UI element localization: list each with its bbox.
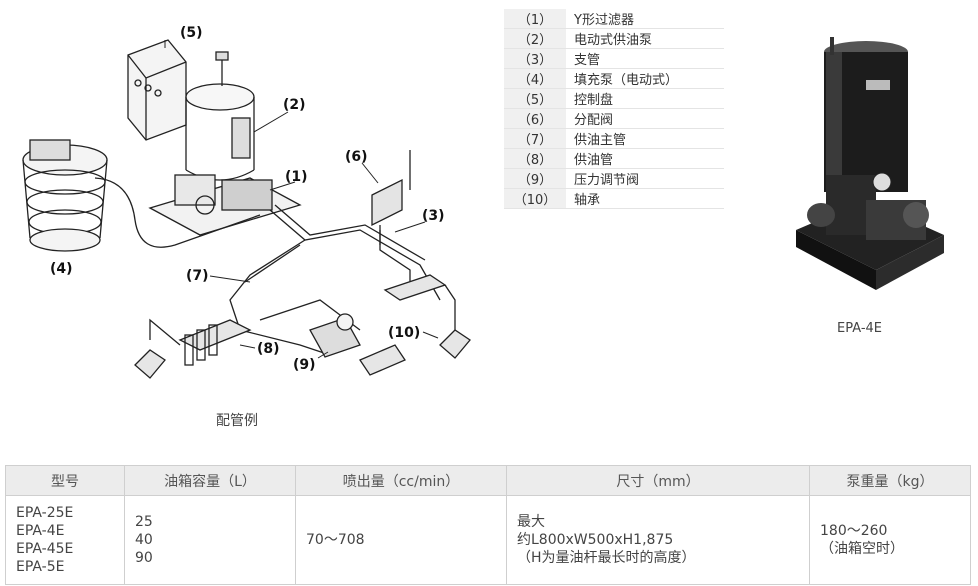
cell-capacity: 25 40 90 [124, 495, 296, 585]
header-discharge: 喷出量（cc/min） [295, 465, 507, 496]
header-size: 尺寸（mm） [506, 465, 810, 496]
pump-base-drawing [148, 174, 302, 236]
legend-row: （10）轴承 [504, 188, 724, 209]
legend-row: （6）分配阀 [504, 108, 724, 129]
capacity-line: 40 [135, 532, 153, 548]
legend-number: （3） [504, 48, 566, 69]
legend-number: （6） [504, 108, 566, 129]
legend-row: （2）电动式供油泵 [504, 28, 724, 49]
header-capacity: 油箱容量（L） [124, 465, 296, 496]
diagram-label-8: (8) [257, 341, 280, 357]
diagram-label-7: (7) [186, 268, 209, 284]
size-line: （H为量油杆最长时的高度） [517, 550, 696, 566]
capacity-line: 25 [135, 514, 153, 530]
pump-tank-drawing [185, 51, 255, 181]
filling-pump-drawing [22, 139, 261, 252]
legend-number: （7） [504, 128, 566, 149]
legend-row: （1）Y形过滤器 [504, 9, 724, 29]
legend-number: （5） [504, 88, 566, 109]
cell-model: EPA-25E EPA-4E EPA-45E EPA-5E [5, 495, 125, 585]
legend-row: （4）填充泵（电动式） [504, 68, 724, 89]
legend-number: （10） [504, 188, 566, 209]
capacity-line: 90 [135, 550, 153, 566]
piping-diagram: (5) (2) (1) (6) (3) (4) (7) (8) (9) (10) [22, 25, 471, 379]
valve-block-right-drawing [383, 274, 471, 359]
legend-part-name: 控制盘 [566, 88, 724, 109]
legend-part-name: 供油管 [566, 148, 724, 169]
size-line: 约L800xW500xH1,875 [517, 532, 674, 548]
legend-part-name: 支管 [566, 48, 724, 69]
legend-part-name: 供油主管 [566, 128, 724, 149]
pressure-regulator-drawing [309, 313, 406, 376]
diagram-label-9: (9) [293, 357, 316, 373]
legend-number: （2） [504, 28, 566, 49]
legend-number: （9） [504, 168, 566, 189]
legend-row: （5）控制盘 [504, 88, 724, 109]
model-line: EPA-4E [16, 523, 65, 539]
diagram-label-3: (3) [422, 208, 445, 224]
cell-size: 最大 约L800xW500xH1,875 （H为量油杆最长时的高度） [506, 495, 810, 585]
header-weight: 泵重量（kg） [809, 465, 971, 496]
diagram-label-1: (1) [285, 169, 308, 185]
photo-caption: EPA-4E [837, 321, 883, 336]
distributor-valve-drawing [371, 150, 411, 245]
legend-number: （1） [504, 9, 566, 29]
spec-table-header: 型号 油箱容量（L） 喷出量（cc/min） 尺寸（mm） 泵重量（kg） [5, 465, 971, 496]
size-line: 最大 [517, 514, 545, 530]
legend-row: （3）支管 [504, 48, 724, 69]
model-line: EPA-45E [16, 541, 74, 557]
legend-number: （4） [504, 68, 566, 89]
discharge-line: 70～708 [306, 532, 365, 548]
valve-block-left-drawing [134, 318, 252, 379]
header-model: 型号 [5, 465, 125, 496]
product-photo [786, 25, 946, 300]
diagram-label-4: (4) [50, 261, 73, 277]
cell-discharge: 70～708 [295, 495, 507, 585]
legend-row: （8）供油管 [504, 148, 724, 169]
diagram-caption: 配管例 [216, 413, 258, 429]
legend-part-name: 填充泵（电动式） [566, 68, 724, 89]
legend-number: （8） [504, 148, 566, 169]
diagram-label-6: (6) [345, 149, 368, 165]
legend-part-name: 轴承 [566, 188, 724, 209]
cell-weight: 180～260 （油箱空时） [809, 495, 971, 585]
legend-row: （9）压力调节阀 [504, 168, 724, 189]
legend-part-name: 分配阀 [566, 108, 724, 129]
diagram-label-5: (5) [180, 25, 203, 41]
diagram-label-2: (2) [283, 97, 306, 113]
spec-table-row: EPA-25E EPA-4E EPA-45E EPA-5E 25 40 90 7… [5, 495, 971, 585]
spec-table: 型号 油箱容量（L） 喷出量（cc/min） 尺寸（mm） 泵重量（kg） EP… [5, 465, 971, 585]
control-panel-drawing [127, 39, 187, 141]
model-line: EPA-25E [16, 505, 74, 521]
model-line: EPA-5E [16, 559, 65, 575]
legend-part-name: Y形过滤器 [566, 9, 724, 29]
legend-part-name: 电动式供油泵 [566, 28, 724, 49]
photo-pump-motor [807, 172, 929, 240]
photo-tank [824, 37, 908, 192]
legend-part-name: 压力调节阀 [566, 168, 724, 189]
weight-line: 180～260 [820, 523, 888, 539]
parts-legend: （1）Y形过滤器（2）电动式供油泵（3）支管（4）填充泵（电动式）（5）控制盘（… [504, 9, 724, 209]
diagram-label-10: (10) [388, 325, 420, 341]
weight-line: （油箱空时） [820, 541, 904, 557]
legend-row: （7）供油主管 [504, 128, 724, 149]
